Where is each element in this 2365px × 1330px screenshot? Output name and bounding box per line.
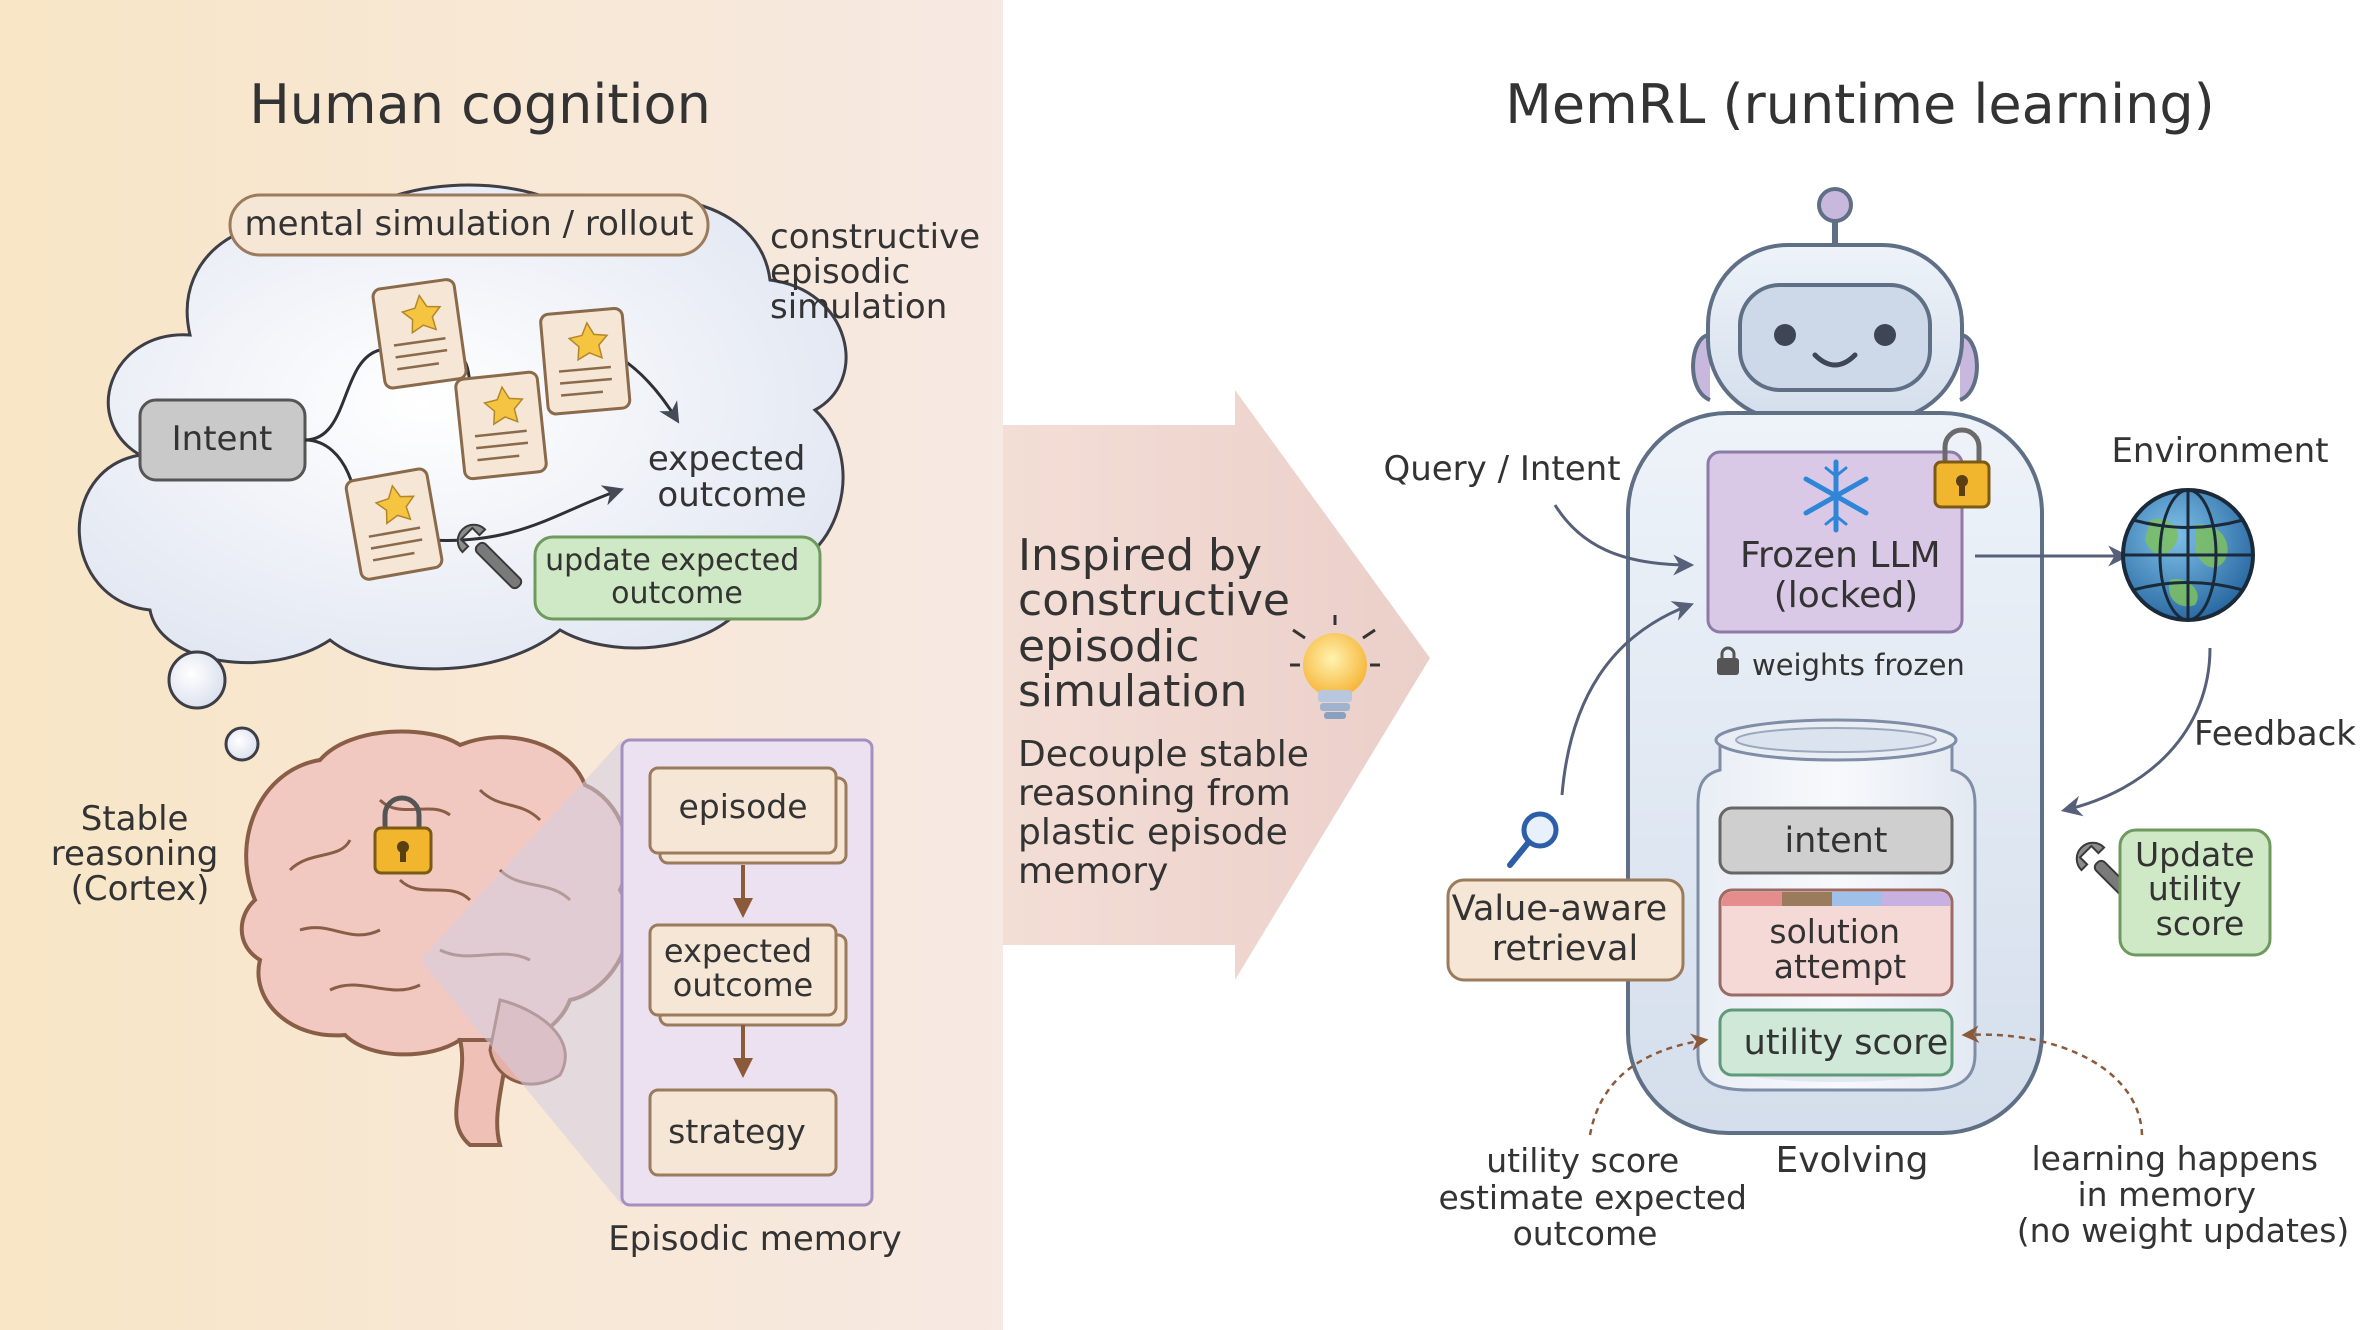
environment-label: Environment bbox=[2111, 431, 2328, 471]
mental-simulation-pill bbox=[228, 193, 710, 257]
memory-slot-intent bbox=[1718, 806, 1954, 875]
feedback-arrow bbox=[2060, 647, 2212, 817]
update-expected-outcome-label: update expected outcome bbox=[545, 543, 809, 611]
svg-text:strategy: strategy bbox=[668, 1112, 806, 1151]
left-panel-title: Human cognition bbox=[249, 73, 711, 136]
svg-text:episode: episode bbox=[678, 787, 807, 826]
retrieval-arrow bbox=[1560, 601, 1694, 796]
magnifier-icon bbox=[1507, 811, 1559, 868]
right-panel-title: MemRL (runtime learning) bbox=[1505, 73, 2214, 136]
constructive-simulation-note: constructive episodic simulation bbox=[770, 217, 991, 327]
padlock-icon bbox=[373, 795, 433, 875]
query-arrow bbox=[1553, 504, 1695, 576]
value-aware-retrieval-label: Value-aware retrieval bbox=[1452, 889, 1679, 969]
rollout-card-1 bbox=[371, 278, 468, 390]
thought-bubble-large bbox=[167, 650, 227, 710]
memory-slot-utility-score bbox=[1718, 1008, 1954, 1077]
svg-text:expected outcome: expected outcome bbox=[664, 932, 822, 1004]
episodic-memory-caption: Episodic memory bbox=[608, 1219, 902, 1259]
wrench-icon bbox=[456, 523, 523, 590]
rollout-card-3 bbox=[539, 307, 632, 416]
expected-outcome-card: expected outcome bbox=[648, 923, 848, 1027]
star-icon bbox=[567, 321, 609, 362]
star-icon bbox=[400, 293, 442, 335]
lightbulb-icon bbox=[1290, 615, 1380, 719]
padlock-icon bbox=[1933, 427, 1991, 509]
frozen-llm-label: Frozen LLM (locked) bbox=[1740, 535, 1952, 616]
memory-zoom-wedge bbox=[420, 740, 622, 1205]
weights-frozen-label: weights frozen bbox=[1752, 648, 1965, 682]
update-utility-score-label: Update utility score bbox=[2135, 835, 2265, 943]
rollout-card-2 bbox=[454, 370, 548, 481]
update-utility-score-pill bbox=[2118, 828, 2272, 957]
svg-text:solution attempt: solution attempt bbox=[1769, 912, 1910, 986]
intent-label: Intent bbox=[172, 419, 273, 459]
globe-icon bbox=[2121, 488, 2255, 622]
star-icon bbox=[482, 385, 524, 426]
strategy-card: strategy bbox=[648, 1088, 838, 1177]
star-icon bbox=[374, 484, 415, 525]
memory-slot-utility-score-label: utility score bbox=[1744, 1023, 1949, 1063]
mental-simulation-label: mental simulation / rollout bbox=[245, 204, 694, 244]
utility-estimate-note: utility score estimate expected outcome bbox=[1438, 1141, 1757, 1253]
inspiration-heading: Inspired by constructive episodic simula… bbox=[1018, 530, 1304, 717]
padlock-icon bbox=[1717, 646, 1739, 675]
query-intent-label: Query / Intent bbox=[1383, 449, 1620, 489]
thought-bubble-small bbox=[224, 726, 260, 762]
learning-note-arrow bbox=[1961, 1025, 2144, 1136]
feedback-label: Feedback bbox=[2194, 714, 2356, 754]
snowflake-icon bbox=[1803, 459, 1869, 533]
stable-reasoning-label: Stable reasoning (Cortex) bbox=[51, 799, 229, 909]
rollout-card-4 bbox=[344, 467, 444, 581]
memory-slot-solution: solution attempt bbox=[1718, 888, 1954, 997]
update-expected-outcome-pill bbox=[533, 535, 822, 621]
evolving-label: Evolving bbox=[1775, 1140, 1928, 1181]
value-aware-retrieval-pill bbox=[1446, 878, 1685, 982]
frozen-llm-box bbox=[1706, 450, 1964, 634]
learning-in-memory-note: learning happens in memory (no weight up… bbox=[2017, 1139, 2350, 1250]
memory-slot-intent-label: intent bbox=[1784, 821, 1887, 861]
episode-card: episode bbox=[648, 766, 848, 865]
expected-outcome-label: expected outcome bbox=[648, 439, 816, 515]
inspiration-subtext: Decouple stable reasoning from plastic e… bbox=[1018, 734, 1320, 892]
inspiration-arrow bbox=[1003, 390, 1430, 980]
